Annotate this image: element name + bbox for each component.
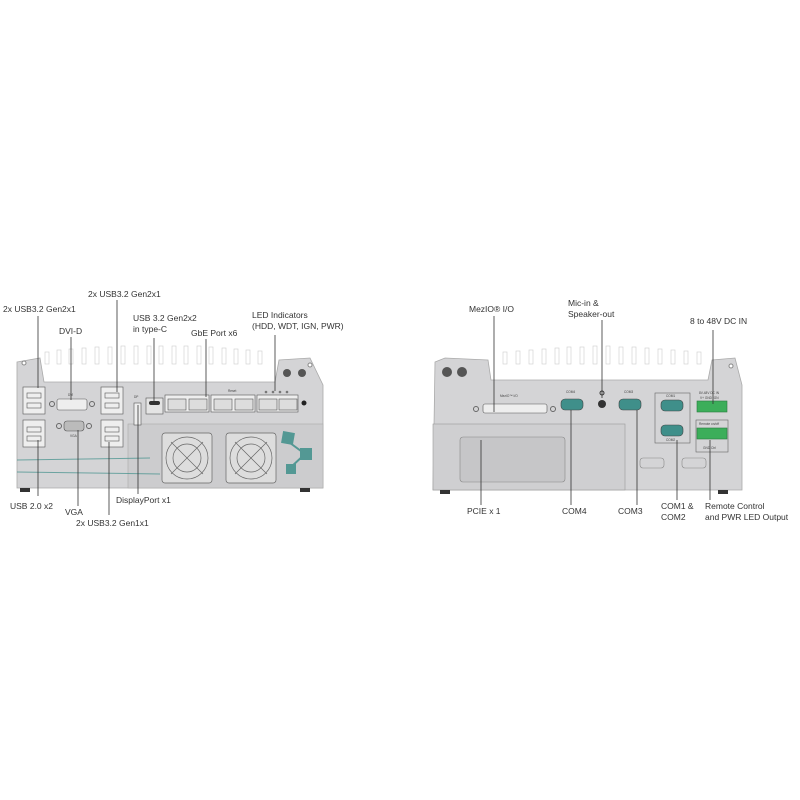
front-device: DVI VGA DP Reset xyxy=(16,345,324,492)
teal-bracket xyxy=(281,431,312,474)
label-led-line1: LED Indicators xyxy=(252,310,308,320)
svg-text:8V-48V DC IN: 8V-48V DC IN xyxy=(699,391,720,395)
label-vga: VGA xyxy=(65,507,83,517)
heatsink-fins xyxy=(502,345,702,365)
svg-text:DP: DP xyxy=(134,395,138,399)
label-gbe: GbE Port x6 xyxy=(191,328,238,338)
svg-text:COM3: COM3 xyxy=(624,390,633,394)
label-usb-typec-line2: in type-C xyxy=(133,324,168,334)
com4-port: COM4 xyxy=(560,390,584,411)
heatsink-fins xyxy=(44,345,263,365)
usb-typec-port xyxy=(145,397,164,415)
svg-text:COM2: COM2 xyxy=(666,438,675,442)
label-usb-typec-line1: USB 3.2 Gen2x2 xyxy=(133,313,197,323)
com2-port: COM2 xyxy=(660,424,684,442)
svg-text:V+ GND IGN: V+ GND IGN xyxy=(700,396,719,400)
svg-text:COM1: COM1 xyxy=(666,394,675,398)
callout-lines xyxy=(37,300,714,515)
label-usb-gen2-left: 2x USB3.2 Gen2x1 xyxy=(3,304,76,314)
label-audio-line2: Speaker-out xyxy=(568,309,615,319)
label-usb2: USB 2.0 x2 xyxy=(10,501,53,511)
displayport: DP xyxy=(133,395,142,426)
usb-ports-mid xyxy=(100,386,124,448)
label-mezio: MezIO® I/O xyxy=(469,304,514,314)
label-displayport: DisplayPort x1 xyxy=(116,495,171,505)
rear-device: MezIO™ I/O COM4 COM3 COM1 COM2 8V-48V DC… xyxy=(432,345,743,494)
led-indicators xyxy=(264,390,289,394)
label-com3: COM3 xyxy=(618,506,643,516)
com3-port: COM3 xyxy=(618,390,642,411)
label-audio-line1: Mic-in & xyxy=(568,298,599,308)
fans xyxy=(161,432,277,484)
label-audio: Mic-in &Speaker-out xyxy=(568,298,614,320)
label-led-line2: (HDD, WDT, IGN, PWR) xyxy=(252,321,344,331)
pcie-slot xyxy=(432,423,626,491)
vga-port: VGA xyxy=(56,420,92,438)
power-button xyxy=(301,400,307,406)
svg-text:Reset: Reset xyxy=(228,389,236,393)
label-remote-line2: and PWR LED Output xyxy=(705,512,789,522)
label-pcie: PCIE x 1 xyxy=(467,506,501,516)
svg-text:VGA: VGA xyxy=(70,434,78,438)
label-com4: COM4 xyxy=(562,506,587,516)
gbe-ports: Reset xyxy=(164,389,299,413)
dc-in-terminal: 8V-48V DC INV+ GND IGN xyxy=(696,391,728,413)
com1-port: COM1 xyxy=(660,394,684,412)
svg-text:COM4: COM4 xyxy=(566,390,575,394)
usb-ports-left xyxy=(22,386,46,448)
label-com12: COM1 &COM2 xyxy=(661,501,694,523)
label-com12-line2: COM2 xyxy=(661,512,686,522)
svg-text:Remote on/off: Remote on/off xyxy=(699,422,719,426)
label-usb-gen2-mid: 2x USB3.2 Gen2x1 xyxy=(88,289,161,299)
mezio-port: MezIO™ I/O xyxy=(473,394,556,414)
label-usb-gen1: 2x USB3.2 Gen1x1 xyxy=(76,518,149,528)
label-com12-line1: COM1 & xyxy=(661,501,694,511)
svg-text:MezIO™ I/O: MezIO™ I/O xyxy=(500,394,518,398)
label-remote-line1: Remote Control xyxy=(705,501,765,511)
label-led: LED Indicators(HDD, WDT, IGN, PWR) xyxy=(252,310,344,332)
label-dvi: DVI-D xyxy=(59,326,83,336)
label-dc-in: 8 to 48V DC IN xyxy=(690,316,748,326)
